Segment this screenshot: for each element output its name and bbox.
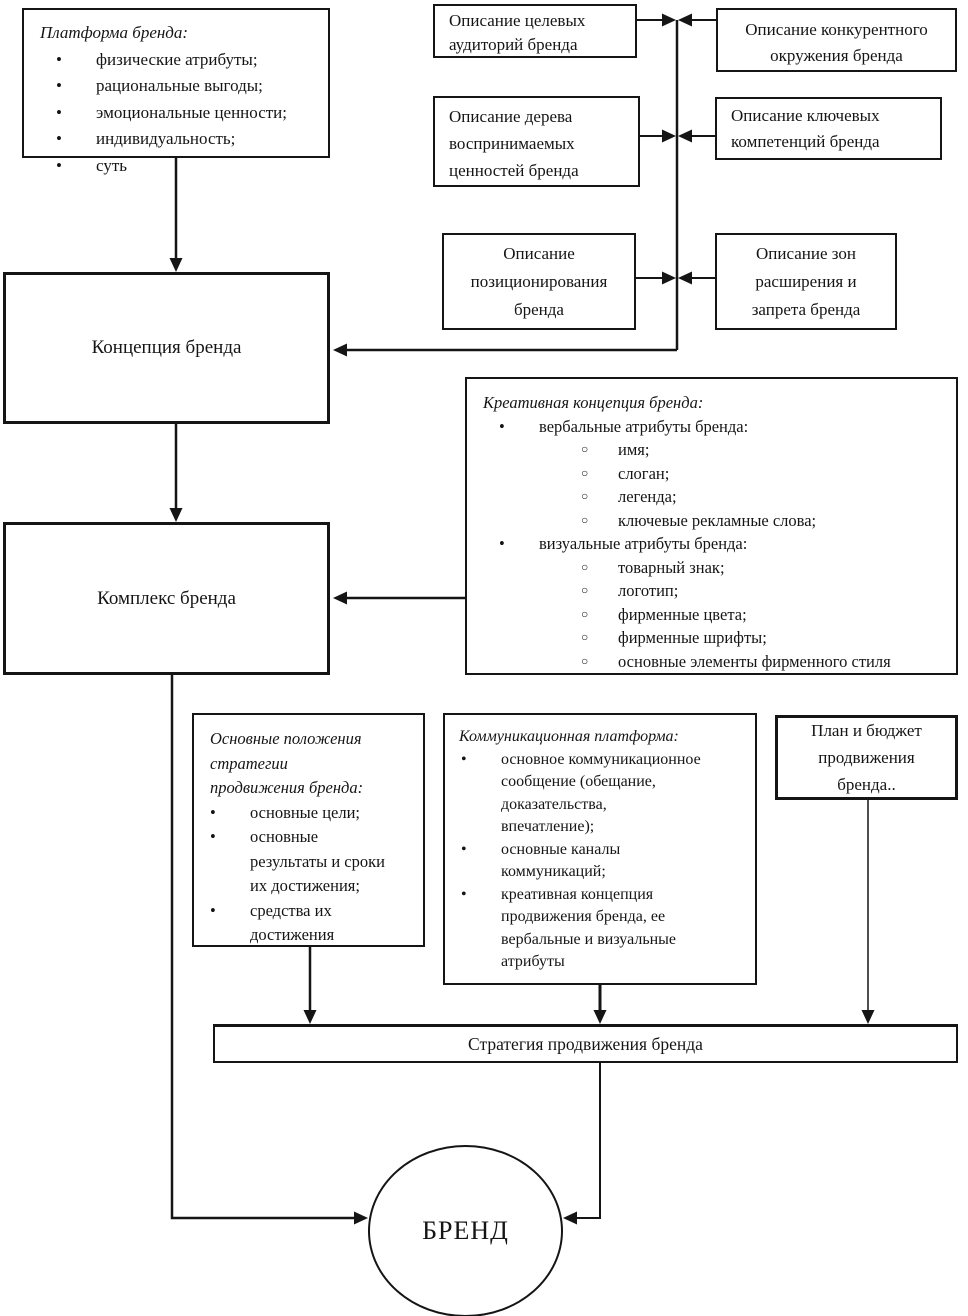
creative-concept-box: Креативная концепция бренда: •вербальные…: [465, 377, 958, 675]
bullet-icon: •: [210, 802, 216, 822]
circle-bullet-icon: ○: [581, 630, 589, 644]
verbal-attributes-list: ○имя; ○слоган; ○легенда; ○ключевые рекла…: [483, 438, 950, 532]
arrow-strategy-to-brand: [563, 1063, 601, 1225]
circle-bullet-icon: ○: [581, 512, 589, 527]
list-item: •основные результаты и сроки их достижен…: [210, 827, 385, 895]
arrow-communication-to-strategy: [593, 985, 607, 1024]
arrow-audience-to-collector: [637, 13, 676, 27]
list-item: ○фирменные цвета;: [483, 603, 950, 627]
list-item: •рациональные выгоды;: [40, 73, 322, 100]
brand-platform-title: Платформа бренда:: [40, 23, 189, 42]
list-item: ○легенда;: [483, 485, 950, 509]
list-item: ○основные элементы фирменного стиля: [483, 650, 950, 674]
bullet-icon: •: [461, 840, 467, 858]
circle-bullet-icon: ○: [581, 489, 589, 503]
arrow-competitive-to-collector: [678, 13, 716, 27]
bullet-icon: •: [210, 900, 216, 920]
bullet-icon: •: [499, 534, 505, 553]
arrow-creative-to-complex: [333, 591, 465, 605]
arrow-concept-to-complex: [169, 424, 183, 522]
arrow-valuetree-to-collector: [640, 129, 676, 143]
list-item: •суть: [40, 153, 322, 180]
strategy-points-box: Основные положения стратегии продвижения…: [192, 713, 425, 947]
list-item: •вербальные атрибуты бренда:: [483, 415, 950, 439]
visual-attributes-list: ○товарный знак; ○логотип; ○фирменные цве…: [483, 556, 950, 674]
list-item: •основные цели;: [194, 801, 417, 826]
arrow-plan-to-strategy: [861, 800, 875, 1024]
circle-bullet-icon: ○: [581, 653, 589, 668]
circle-bullet-icon: ○: [581, 465, 589, 480]
bullet-icon: •: [56, 155, 62, 175]
strategy-points-list: •основные цели; •основные результаты и с…: [194, 801, 417, 948]
brand-concept-box: Концепция бренда: [3, 272, 330, 424]
brand-complex-box: Комплекс бренда: [3, 522, 330, 675]
communication-platform-list: •основное коммуникационное сообщение (об…: [445, 749, 751, 974]
bullet-icon: •: [56, 129, 62, 148]
brand-platform-list: •физические атрибуты; •рациональные выго…: [40, 47, 322, 180]
bullet-icon: •: [461, 885, 467, 903]
list-item: •эмоциональные ценности;: [40, 100, 322, 127]
creative-concept-list: •визуальные атрибуты бренда:: [483, 532, 950, 556]
list-item: ○слоган;: [483, 462, 950, 486]
bullet-icon: •: [461, 750, 467, 768]
communication-platform-box: Коммуникационная платформа: •основное ко…: [443, 713, 757, 985]
list-item: ○товарный знак;: [483, 556, 950, 580]
target-audience-box: Описание целевых аудиторий бренда: [433, 4, 637, 58]
arrow-points-to-strategy: [303, 947, 317, 1024]
strategy-points-title: Основные положения стратегии продвижения…: [210, 729, 364, 797]
circle-bullet-icon: ○: [581, 606, 589, 621]
bullet-icon: •: [210, 827, 216, 846]
arrow-positioning-to-collector: [636, 271, 676, 285]
creative-concept-title: Креативная концепция бренда:: [483, 393, 704, 412]
arrow-competences-to-collector: [678, 129, 715, 143]
circle-bullet-icon: ○: [581, 559, 589, 574]
value-tree-box: Описание дерева воспринимаемых ценностей…: [433, 96, 640, 187]
brand-circle: БРЕНД: [368, 1145, 563, 1316]
key-competences-box: Описание ключевых компетенций бренда: [715, 97, 942, 160]
list-item: •физические атрибуты;: [40, 47, 322, 74]
promotion-strategy-bar: Стратегия продвижения бренда: [213, 1024, 958, 1063]
bullet-icon: •: [56, 102, 62, 122]
list-item: ○логотип;: [483, 579, 950, 603]
circle-bullet-icon: ○: [581, 442, 589, 456]
list-item: ○имя;: [483, 438, 950, 462]
bullet-icon: •: [56, 76, 62, 95]
communication-platform-title: Коммуникационная платформа:: [459, 728, 679, 745]
list-item: •индивидуальность;: [40, 126, 322, 153]
brand-platform-box: Платформа бренда: •физические атрибуты; …: [22, 8, 330, 175]
arrow-collector-to-concept: [333, 343, 677, 357]
circle-bullet-icon: ○: [581, 583, 589, 597]
list-item: ○фирменные шрифты;: [483, 626, 950, 650]
creative-concept-list: •вербальные атрибуты бренда:: [483, 415, 950, 439]
positioning-box: Описание позиционирования бренда: [442, 233, 636, 330]
list-item: •креативная концепция продвижения бренда…: [461, 885, 677, 971]
list-item: •основное коммуникационное сообщение (об…: [461, 750, 701, 836]
list-item: •средства их достижения: [210, 900, 335, 945]
list-item: •основные каналы коммуникаций;: [461, 840, 621, 881]
plan-budget-box: План и бюджет продвижения бренда..: [775, 715, 958, 800]
expansion-zones-box: Описание зон расширения и запрета бренда: [715, 233, 897, 330]
bullet-icon: •: [499, 416, 505, 436]
bullet-icon: •: [56, 49, 62, 69]
list-item: ○ключевые рекламные слова;: [483, 509, 950, 533]
competitive-environment-box: Описание конкурентного окружения бренда: [716, 8, 957, 72]
list-item: •визуальные атрибуты бренда:: [483, 532, 950, 556]
arrow-zones-to-collector: [678, 271, 715, 285]
